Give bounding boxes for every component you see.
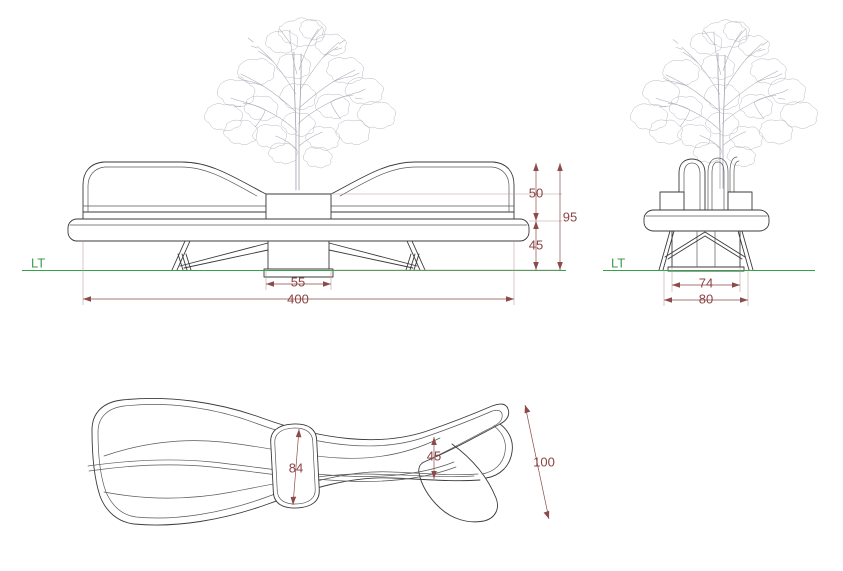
dimension-84: 84 xyxy=(289,460,303,475)
dimension-50: 50 xyxy=(529,185,543,200)
dimension-400: 400 xyxy=(287,291,309,306)
plan-view xyxy=(87,398,513,526)
dimension-45-height: 45 xyxy=(529,237,543,252)
dimension-95: 95 xyxy=(563,209,577,224)
dimension-55: 55 xyxy=(291,274,305,289)
tree-side-elevation xyxy=(629,19,819,189)
side-elevation-view xyxy=(643,156,770,272)
dimension-45-plan: 45 xyxy=(427,448,441,463)
dimension-74: 74 xyxy=(699,275,713,290)
tree-front-elevation xyxy=(203,17,397,191)
front-elevation-view xyxy=(67,161,530,278)
ground-level-label-side: LT xyxy=(611,255,625,270)
side-elevation-dimensions: 74 80 xyxy=(663,267,749,306)
dimension-80: 80 xyxy=(699,291,713,306)
front-elevation-dimensions: 50 45 95 55 400 xyxy=(82,163,577,306)
plan-view-dimensions: 84 45 100 xyxy=(289,404,555,520)
dimension-100: 100 xyxy=(533,454,555,469)
ground-level-label-front: LT xyxy=(31,255,45,270)
